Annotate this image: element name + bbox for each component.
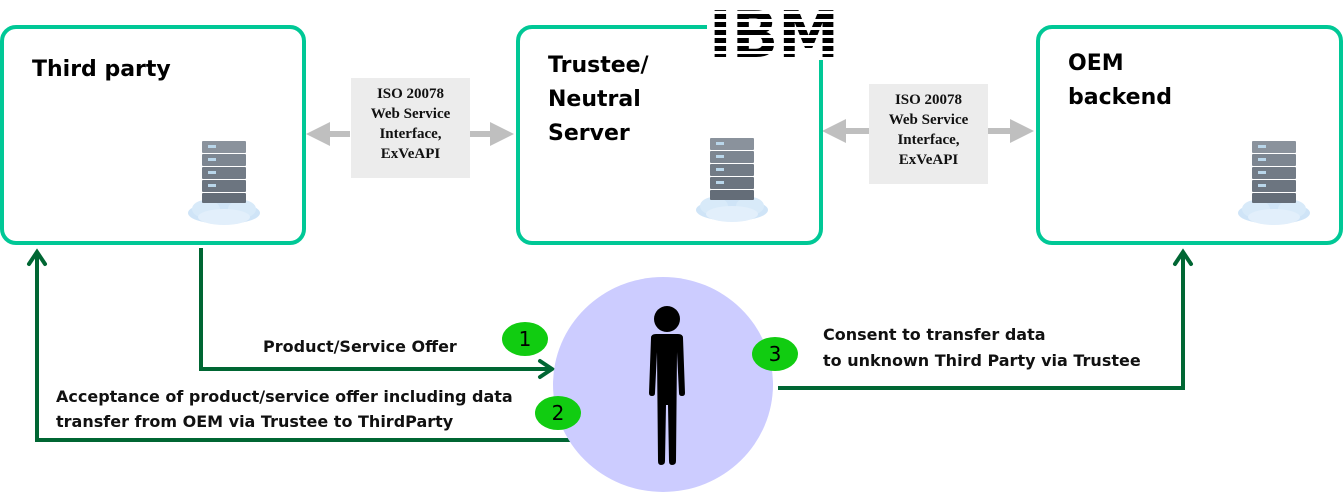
step-label-offer: Product/Service Offer: [263, 337, 457, 356]
interface-label-right: ISO 20078 Web Service Interface, ExVeAPI: [869, 84, 988, 184]
node-title: Trustee/ Neutral Server: [548, 53, 649, 146]
step-badge-1: 1: [502, 322, 548, 356]
ibm-logo-text: IBM: [709, 2, 839, 60]
step-label-acceptance: Acceptance of product/service offer incl…: [56, 387, 513, 431]
step-badge-2: 2: [535, 396, 581, 430]
node-trustee[interactable]: Trustee/ Neutral Server: [516, 25, 823, 245]
interface-label-left: ISO 20078 Web Service Interface, ExVeAPI: [351, 78, 470, 178]
step-label-consent: Consent to transfer data to unknown Thir…: [823, 325, 1141, 370]
cloud-server-icon: [1238, 141, 1310, 225]
node-title: Third party: [32, 57, 171, 82]
interface-arrow-right: [822, 119, 1034, 143]
node-oem-backend[interactable]: OEM backend: [1036, 25, 1343, 245]
ibm-logo: IBM: [707, 2, 842, 60]
node-third-party[interactable]: Third party: [0, 25, 306, 245]
cloud-server-icon: [696, 138, 768, 222]
interface-arrow-left: [306, 122, 514, 146]
step-badge-3: 3: [752, 337, 798, 371]
flow-arrow-acceptance: [27, 248, 573, 442]
flow-arrow-offer: [199, 248, 556, 379]
node-title: OEM backend: [1068, 51, 1173, 110]
flow-arrow-consent: [778, 248, 1193, 390]
cloud-server-icon: [188, 141, 260, 225]
